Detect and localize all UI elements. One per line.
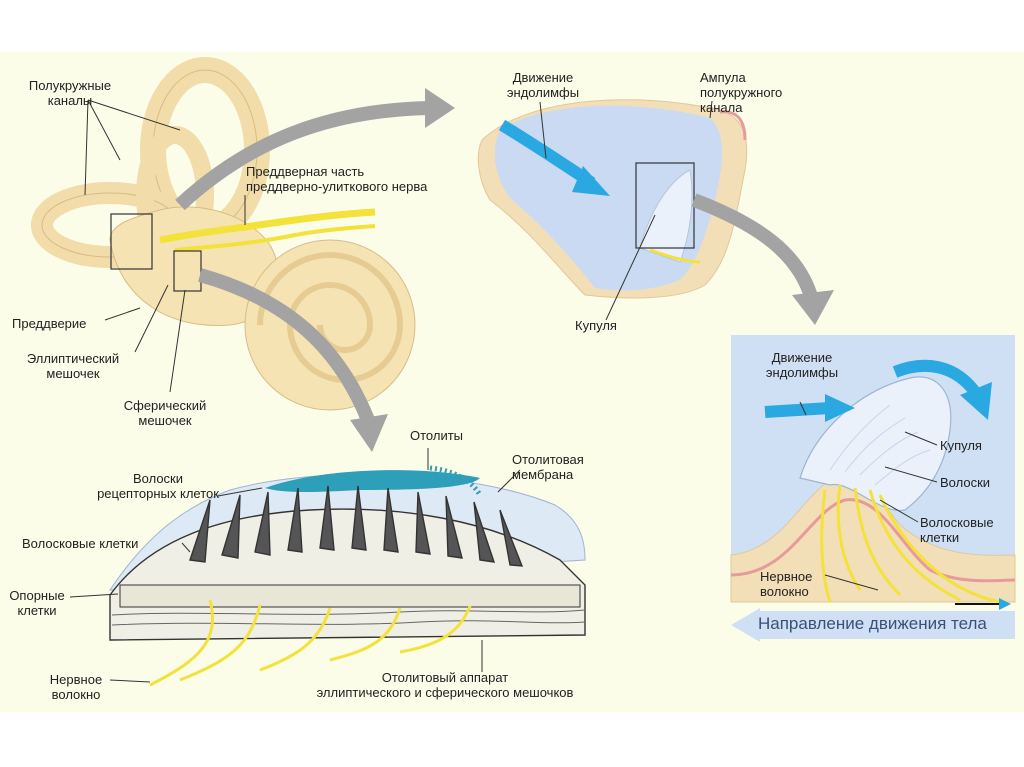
ampulla-illustration [477, 99, 748, 321]
cochlea [244, 239, 416, 411]
label-ampulla: Ампула полукружного канала [700, 70, 783, 115]
cupula-right [799, 376, 952, 511]
label-cupula-right: Купуля [940, 438, 982, 453]
label-nerve-fiber: Нервное волокно [49, 672, 103, 702]
cupula-motion-arrow [892, 359, 980, 396]
label-hair-cells-right: Волосковые клетки [920, 515, 994, 545]
hair-strands [829, 404, 931, 486]
label-otoliths: Отолиты [410, 428, 464, 443]
arrow-to-ampulla [175, 101, 431, 211]
direction-of-motion-label: Направление движения тела [758, 614, 987, 633]
cell-layer [119, 584, 581, 608]
endolymph-arrow-right [764, 402, 831, 418]
crista-cupula-top [639, 169, 693, 263]
label-otolith-apparatus: Отолитовый аппарат эллиптического и сфер… [316, 670, 574, 700]
hair-cell-bundles [189, 485, 524, 567]
cupula-detail-panel [730, 335, 1016, 610]
label-endolymph-top: Движение эндолимфы [506, 70, 580, 100]
direction-bar [731, 608, 1015, 642]
otoliths-layer [265, 470, 480, 492]
nerve-fibers-macula [149, 599, 472, 687]
label-nerve-fiber-right: Нервное волокно [760, 569, 813, 599]
label-hairs-right: Волоски [940, 475, 991, 490]
arrow-to-cupula [691, 193, 819, 303]
label-semicircular-canals: Полукружные каналы [28, 78, 112, 108]
label-saccule: Сферический мешочек [123, 398, 207, 428]
label-otolith-membrane: Отолитовая мембрана [512, 452, 584, 482]
label-utricle: Эллиптический мешочек [26, 351, 120, 381]
macula-inset-box [173, 250, 202, 292]
macula-illustration [69, 448, 586, 687]
label-receptor-hairs: Волоски рецепторных клеток [97, 471, 219, 501]
label-supporting-cells: Опорные клетки [9, 588, 65, 618]
arrow-to-macula [198, 268, 375, 423]
label-endolymph-right: Движение эндолимфы [765, 350, 839, 380]
vestibular-nerve [159, 208, 376, 244]
label-vestibule: Преддверие [12, 316, 87, 331]
label-cupula-top: Купуля [575, 318, 617, 333]
label-hair-cells: Волосковые клетки [22, 536, 139, 551]
ampulla-inset-box [110, 213, 153, 270]
nerve-fibers-right [820, 484, 1001, 604]
label-vestibular-nerve: Преддверная часть преддверно-улиткового … [246, 164, 428, 194]
inner-ear-illustration [31, 57, 416, 411]
